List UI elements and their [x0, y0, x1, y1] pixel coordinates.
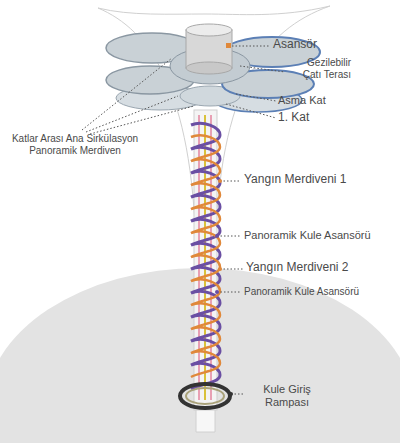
ramp-ring [180, 384, 230, 408]
leader-dot [215, 290, 219, 294]
leader-line [231, 394, 245, 395]
leader-line [217, 236, 241, 237]
elevator-block [186, 24, 232, 74]
leader-line [220, 269, 243, 270]
leader-dot [218, 267, 222, 271]
shaft-line [204, 115, 206, 400]
leader-lines [82, 46, 285, 394]
callout-label: 1. Kat [278, 111, 309, 125]
leader-dot [218, 179, 222, 183]
leader-line [217, 292, 241, 293]
callout-label: Katlar Arası Ana Sirkülasyon Panoramik M… [4, 133, 146, 156]
fire-stair-helix [191, 135, 220, 377]
elevator-cylinder [186, 24, 232, 36]
leader-line [226, 104, 276, 118]
callout-label: Panoramik Kule Asansörü [244, 229, 371, 242]
callout-label: Kule Giriş Rampası [247, 383, 327, 408]
leader-line [86, 96, 178, 132]
leader-line [82, 58, 172, 130]
callout-label: Yangın Merdiveni 2 [246, 261, 349, 275]
elevator-cylinder [186, 62, 232, 74]
fire-stair-helix [191, 123, 220, 389]
leader-dot [226, 43, 231, 48]
callout-label: Gezilebilir Çatı Terası [287, 57, 351, 80]
callout-label: Panoramik Kule Asansörü [244, 286, 359, 298]
ramp-ring [180, 384, 230, 408]
leader-line [240, 66, 285, 72]
callout-label: Yangın Merdiveni 1 [244, 173, 347, 187]
leader-dot [215, 234, 219, 238]
ramp-ring [186, 388, 224, 404]
callout-label: Asansör [273, 38, 317, 52]
leader-line [232, 46, 270, 47]
leader-line [220, 181, 241, 182]
leader-dots [215, 43, 233, 396]
tower-cone [98, 6, 330, 432]
leader-line [236, 94, 276, 101]
callout-label: Asma Kat [278, 94, 326, 107]
leader-line [90, 106, 194, 134]
leader-dot [229, 392, 233, 396]
